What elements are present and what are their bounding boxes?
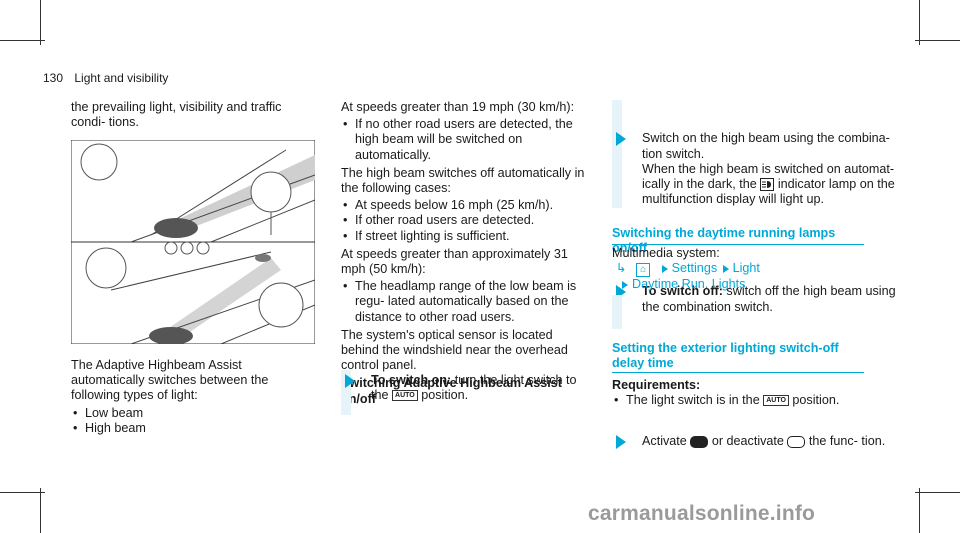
step-high-beam-on: Switch on the high beam using the combin… xyxy=(612,131,902,207)
toggle-off-icon xyxy=(787,435,806,448)
paragraph: At speeds greater than 19 mph (30 km/h): xyxy=(341,100,575,114)
step-text: switch off the high beam using the combi… xyxy=(642,284,896,314)
step-text: or deactivate xyxy=(711,433,784,448)
step-arrow-icon xyxy=(616,434,626,449)
crop-mark xyxy=(915,40,960,41)
list-item-text: The light switch is in the xyxy=(626,393,760,408)
crop-mark xyxy=(0,40,45,41)
list-item: The headlamp range of the low beam is re… xyxy=(341,279,591,325)
crop-mark xyxy=(919,488,920,533)
step-text: When the high beam is switched on automa… xyxy=(642,161,895,192)
heading-rule xyxy=(612,372,864,373)
toggle-on-icon xyxy=(690,435,709,448)
step-text: Switch on the high beam using the combin… xyxy=(642,131,890,161)
auto-icon: AUTO xyxy=(763,395,789,407)
step-bar xyxy=(612,100,622,208)
step-arrow-icon xyxy=(345,374,355,388)
step-bar xyxy=(341,370,351,415)
page-header: 130 Light and visibility xyxy=(43,71,168,86)
multimedia-block: Multimedia system: ↳ ⌂ Settings Light Da… xyxy=(612,246,872,292)
requirements-block: Requirements: The light switch is in the… xyxy=(612,378,872,409)
highbeam-illustration xyxy=(70,139,316,345)
step-text: the xyxy=(371,388,389,403)
list-item: At speeds below 16 mph (25 km/h). xyxy=(341,198,591,213)
page-title: Light and visibility xyxy=(74,71,169,85)
paragraph: The high beam switches off automatically… xyxy=(341,165,585,196)
crop-mark xyxy=(919,0,920,45)
list: At speeds below 16 mph (25 km/h). If oth… xyxy=(341,198,591,244)
high-beam-symbol xyxy=(762,181,772,189)
illustration-svg xyxy=(70,139,316,345)
watermark: carmanualsonline.info xyxy=(588,502,816,525)
step-bar xyxy=(612,295,622,329)
auto-icon: AUTO xyxy=(392,390,418,402)
list: The headlamp range of the low beam is re… xyxy=(341,279,591,325)
list-item: High beam xyxy=(71,421,316,436)
column-1: the prevailing light, visibility and tra… xyxy=(71,100,316,130)
crop-mark xyxy=(40,488,41,533)
column-2: At speeds greater than 19 mph (30 km/h):… xyxy=(341,100,591,407)
menu-path-line2: Daytime Run. Lights xyxy=(612,277,872,292)
requirements-list: The light switch is in the AUTO position… xyxy=(612,393,872,408)
step-text: Activate xyxy=(642,433,687,448)
heading-rule xyxy=(612,244,864,245)
crop-mark xyxy=(0,492,45,493)
menu-item-daytime-run-lights[interactable]: Daytime Run. Lights xyxy=(632,277,746,292)
step-lead: To switch off: xyxy=(642,284,723,299)
path-arrow-icon: ↳ xyxy=(616,261,627,276)
page-number: 130 xyxy=(43,71,64,85)
home-icon[interactable]: ⌂ xyxy=(636,263,651,278)
requirements-label: Requirements: xyxy=(612,378,701,392)
list-item: Low beam xyxy=(71,406,316,421)
menu-item-settings[interactable]: Settings xyxy=(671,261,718,276)
step-switch-on: To switch on: turn the light switch to t… xyxy=(341,373,621,403)
caption-text: The Adaptive Highbeam Assist automatical… xyxy=(71,358,269,403)
step-text: position. xyxy=(421,388,469,403)
crop-mark xyxy=(40,0,41,45)
high-beam-indicator-icon xyxy=(760,178,775,192)
crop-mark xyxy=(915,492,960,493)
multimedia-label: Multimedia system: xyxy=(612,246,720,260)
paragraph: At speeds greater than approximately 31 … xyxy=(341,246,568,277)
list: If no other road users are detected, the… xyxy=(341,117,591,163)
list-item: The light switch is in the AUTO position… xyxy=(612,393,872,408)
step-text: the func- tion. xyxy=(808,433,886,448)
list-item: If no other road users are detected, the… xyxy=(341,117,591,163)
menu-path: ↳ ⌂ Settings Light xyxy=(612,261,872,278)
section-heading: Setting the exterior lighting switch-off… xyxy=(612,341,839,371)
menu-item-light[interactable]: Light xyxy=(732,261,760,276)
step-activate: Activate or deactivate the func- tion. xyxy=(612,434,902,449)
intro-text: the prevailing light, visibility and tra… xyxy=(71,100,282,130)
step-switch-off: To switch off: switch off the high beam … xyxy=(612,284,902,314)
chevron-icon xyxy=(722,264,729,273)
column-1-lower: The Adaptive Highbeam Assist automatical… xyxy=(71,358,316,436)
step-lead: To switch on: xyxy=(371,373,452,387)
step-arrow-icon xyxy=(616,285,626,300)
step-text: indicator lamp on the multifunction disp… xyxy=(642,177,895,207)
list-item: If street lighting is sufficient. xyxy=(341,229,591,244)
chevron-icon xyxy=(661,264,668,273)
light-types-list: Low beam High beam xyxy=(71,406,316,437)
list-item: If other road users are detected. xyxy=(341,213,591,228)
paragraph: The system's optical sensor is located b… xyxy=(341,327,568,373)
list-item-text: position. xyxy=(792,393,840,408)
step-text: turn the light switch to xyxy=(451,373,577,387)
step-arrow-icon xyxy=(616,132,626,147)
chevron-icon xyxy=(622,280,628,289)
